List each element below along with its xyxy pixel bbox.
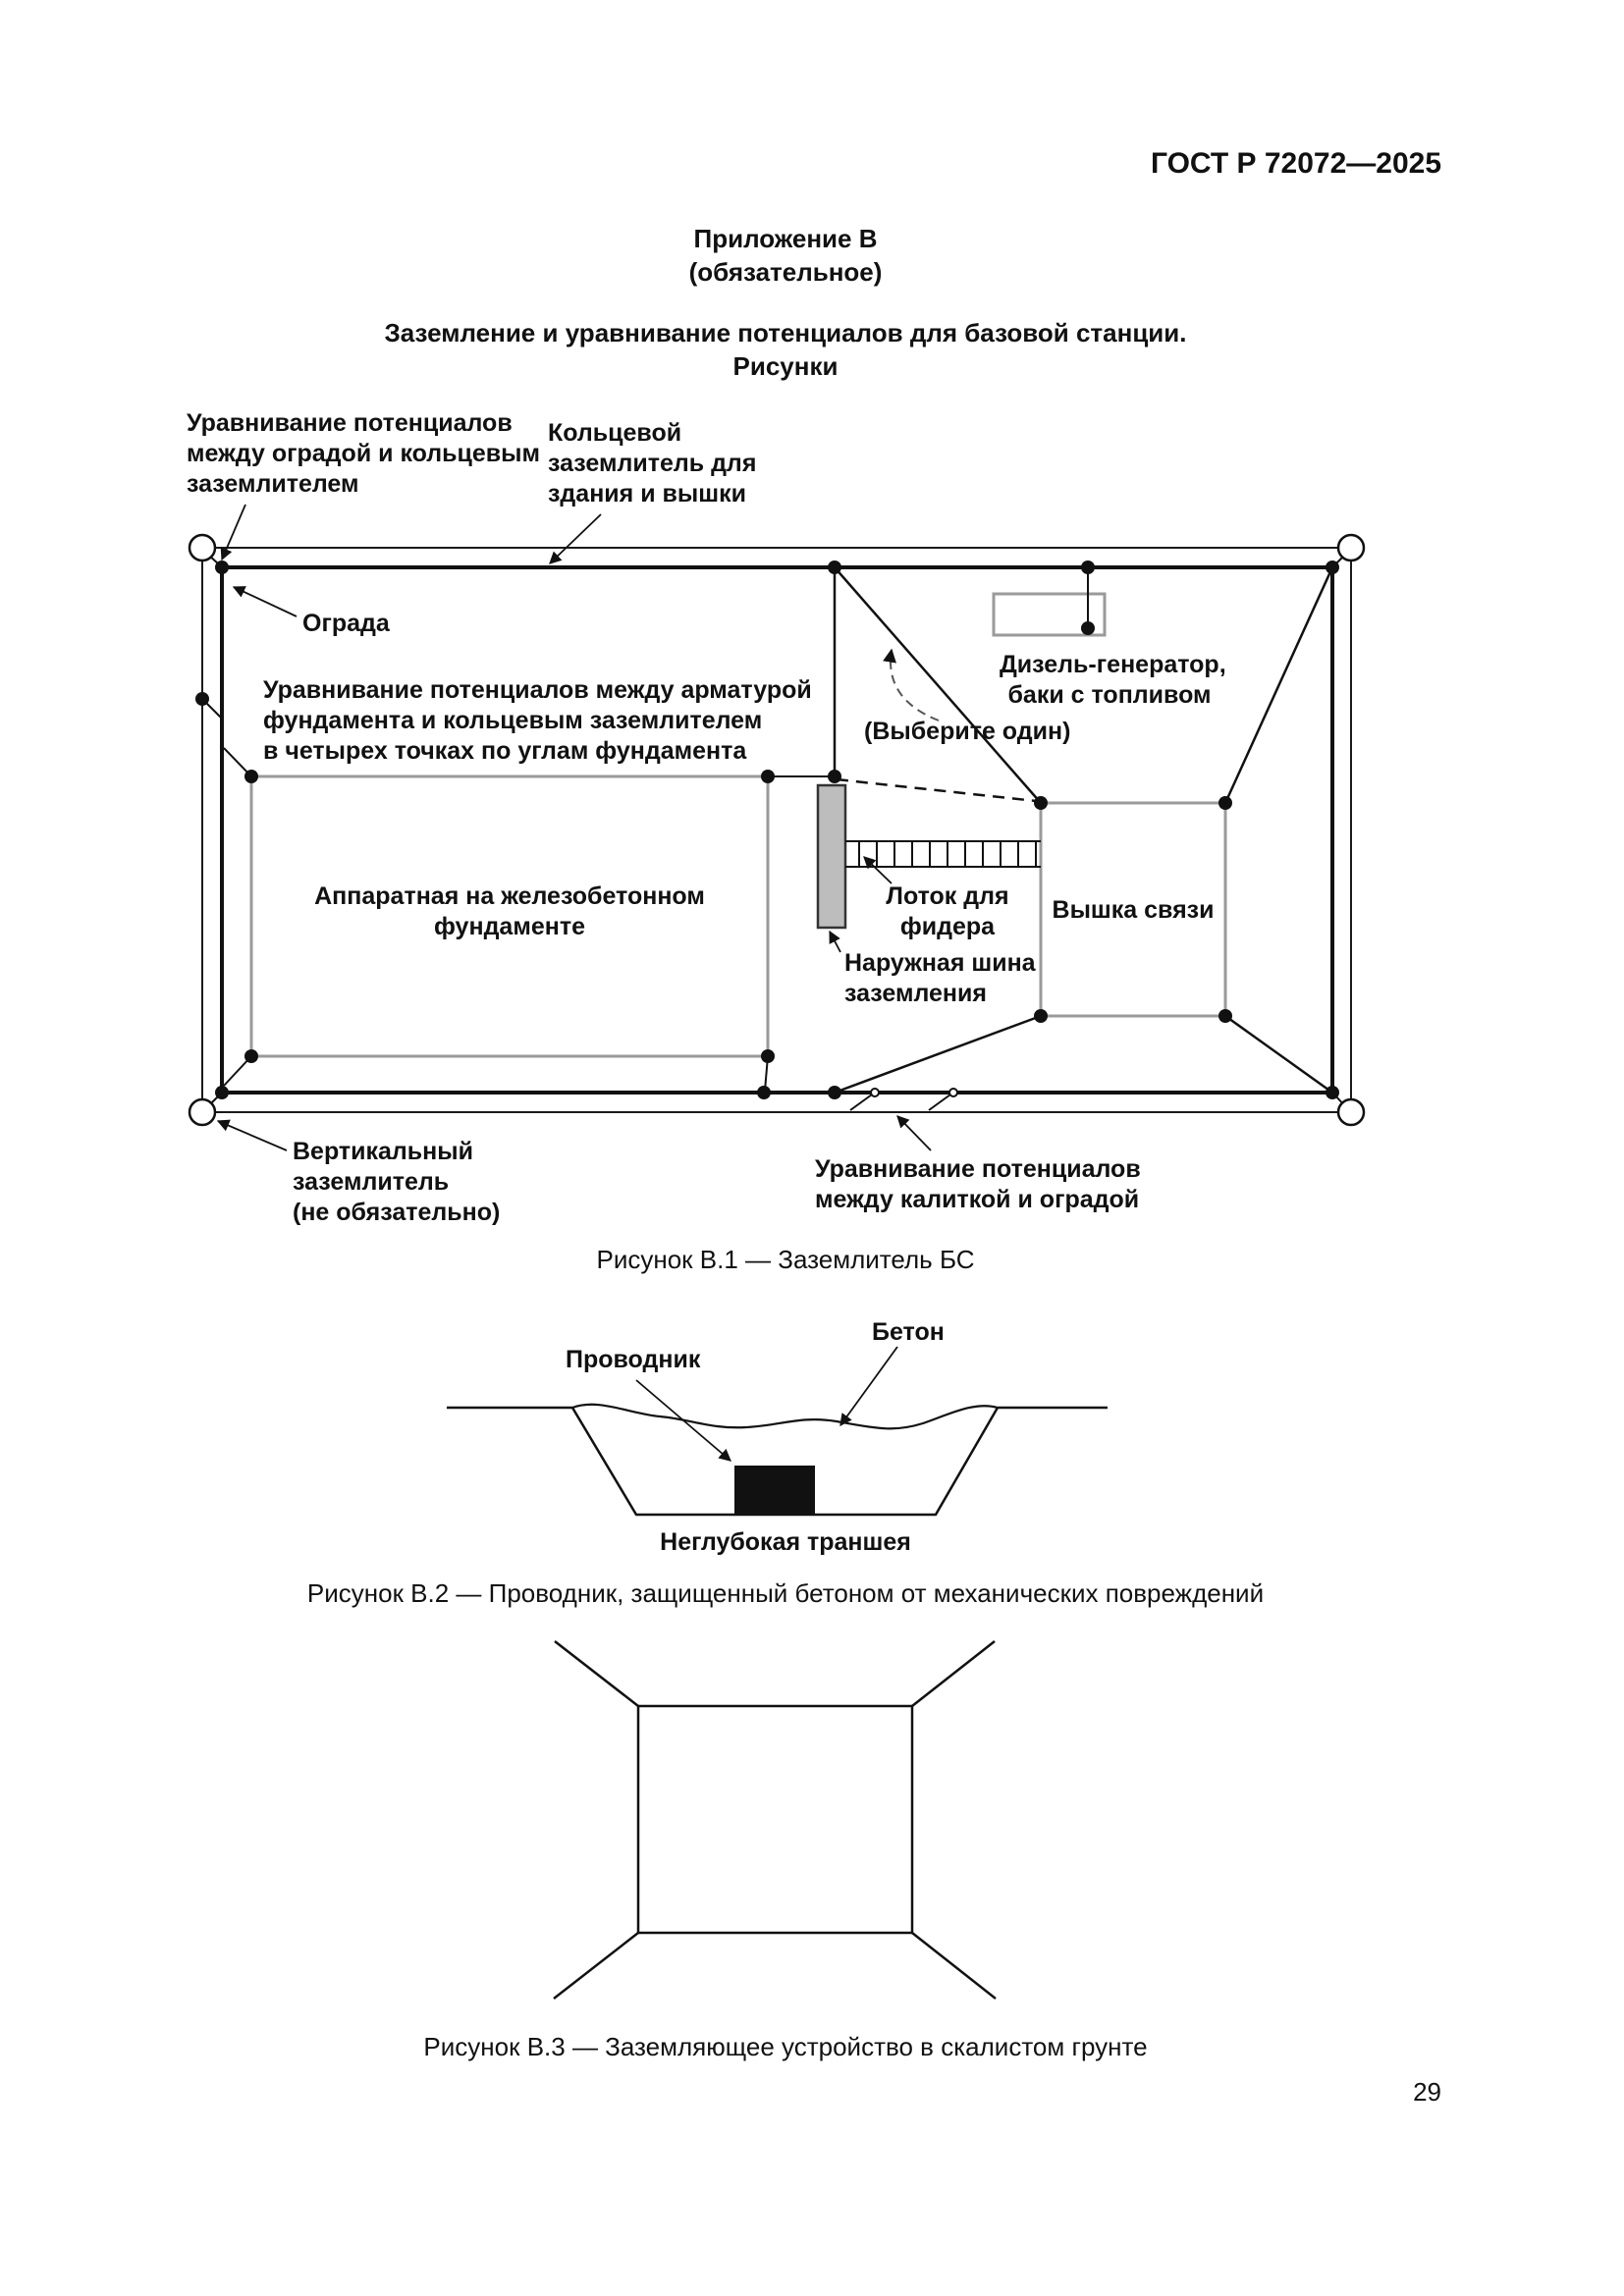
choose-one-arrow bbox=[883, 648, 940, 721]
figure-b2: Бетон Проводник Неглубокая траншея bbox=[0, 1306, 1624, 1571]
ground-loop-rect bbox=[636, 1704, 914, 1935]
label-line: Бетон bbox=[872, 1318, 945, 1346]
label-line: Лоток для bbox=[886, 882, 1009, 910]
label-concrete: Бетон bbox=[872, 1317, 945, 1348]
label-line: Аппаратная на железобетонном bbox=[314, 882, 705, 910]
figure-b2-caption: Рисунок В.2 — Проводник, защищенный бето… bbox=[306, 1578, 1265, 1608]
ring-ground-electrode bbox=[220, 565, 1334, 1095]
bond-point-dots bbox=[195, 561, 1339, 1099]
conductor-rect bbox=[734, 1466, 815, 1515]
label-conductor: Проводник bbox=[566, 1345, 700, 1375]
label-line: Ограда bbox=[302, 610, 390, 637]
figure-b1-drawing bbox=[188, 504, 1366, 1151]
label-line: фундаменте bbox=[434, 913, 585, 940]
label-line: заземлитель для bbox=[548, 450, 757, 477]
concrete-surface-wavy-line bbox=[571, 1403, 999, 1430]
label-foundation-bonding: Уравнивание потенциалов между арматурой … bbox=[263, 675, 812, 767]
appendix-heading-line1: Заземление и уравнивание потенциалов для… bbox=[384, 318, 1187, 347]
label-line: Дизель-генератор, bbox=[1000, 651, 1226, 678]
label-line: Неглубокая траншея bbox=[660, 1528, 911, 1556]
feeder-tray bbox=[845, 840, 1041, 868]
figure-b1-caption: Рисунок В.1 — Заземлитель БС bbox=[596, 1245, 975, 1274]
label-choose-one: (Выберите один) bbox=[864, 717, 1070, 747]
appendix-subtitle: (обязательное) bbox=[688, 257, 883, 287]
gate-symbols bbox=[849, 1088, 958, 1111]
label-line: Вертикальный bbox=[293, 1138, 473, 1165]
label-line: Проводник bbox=[566, 1346, 701, 1373]
appendix-title: Приложение В bbox=[693, 224, 878, 253]
tower-rect bbox=[1039, 801, 1227, 1018]
page-number: 29 bbox=[1413, 2077, 1441, 2107]
figure-b3-drawing bbox=[553, 1640, 997, 2000]
label-line: заземлителем bbox=[187, 470, 359, 498]
label-fence-ring-bonding: Уравнивание потенциалов между оградой и … bbox=[187, 408, 540, 500]
label-vertical-ground: Вертикальный заземлитель (не обязательно… bbox=[293, 1137, 500, 1228]
label-line: фундамента и кольцевым заземлителем bbox=[263, 707, 763, 734]
figure-b2-drawing bbox=[447, 1346, 1108, 1517]
label-line: Уравнивание потенциалов bbox=[187, 409, 513, 437]
ground-bus-rect bbox=[816, 783, 847, 930]
label-diesel-generator: Дизель-генератор, баки с топливом bbox=[1000, 650, 1226, 711]
label-line: заземления bbox=[844, 980, 987, 1007]
label-line: заземлитель bbox=[293, 1168, 450, 1196]
label-line: баки с топливом bbox=[1007, 681, 1212, 709]
label-line: фидера bbox=[899, 913, 996, 940]
dashed-option-line bbox=[836, 777, 1037, 803]
document-header: ГОСТ Р 72072—2025 bbox=[1150, 147, 1441, 180]
label-gate-bonding: Уравнивание потенциалов между калиткой и… bbox=[815, 1154, 1141, 1215]
label-line: между калиткой и оградой bbox=[815, 1186, 1140, 1213]
label-line: (не обязательно) bbox=[293, 1199, 501, 1226]
corner-electrode-circles bbox=[188, 533, 1366, 1127]
label-line: здания и вышки bbox=[548, 480, 746, 507]
label-line: (Выберите один) bbox=[864, 718, 1071, 745]
label-fence: Ограда bbox=[302, 609, 390, 639]
figure-b3-caption: Рисунок В.3 — Заземляющее устройство в с… bbox=[423, 2032, 1148, 2061]
figure-b3 bbox=[0, 1634, 1624, 2017]
label-line: Уравнивание потенциалов bbox=[815, 1155, 1141, 1183]
label-tower: Вышка связи bbox=[1041, 895, 1225, 926]
figure-b1: Уравнивание потенциалов между оградой и … bbox=[0, 393, 1624, 1237]
label-line: Уравнивание потенциалов между арматурой bbox=[263, 676, 812, 704]
label-line: Наружная шина bbox=[844, 949, 1036, 977]
generator-rect bbox=[992, 592, 1107, 637]
label-line: Вышка связи bbox=[1052, 896, 1215, 924]
label-feeder-tray: Лоток для фидера bbox=[874, 881, 1021, 942]
appendix-heading-line2: Рисунки bbox=[732, 351, 839, 381]
label-line: в четырех точках по углам фундамента bbox=[263, 737, 747, 765]
equipment-room-rect bbox=[249, 774, 770, 1058]
radial-electrode-lines bbox=[553, 1640, 997, 2000]
leader-arrows bbox=[216, 504, 932, 1151]
label-equipment-room: Аппаратная на железобетонном фундаменте bbox=[271, 881, 748, 942]
leader-arrows bbox=[635, 1346, 898, 1462]
fence-outline bbox=[201, 547, 1352, 1113]
tower-bonding-lines bbox=[834, 566, 1334, 1095]
label-ground-bus: Наружная шина заземления bbox=[844, 948, 1036, 1009]
label-shallow-trench: Неглубокая траншея bbox=[0, 1527, 1571, 1558]
label-ring-ground: Кольцевой заземлитель для здания и вышки bbox=[548, 418, 756, 509]
label-line: между оградой и кольцевым bbox=[187, 440, 541, 467]
label-line: Кольцевой bbox=[548, 419, 682, 447]
